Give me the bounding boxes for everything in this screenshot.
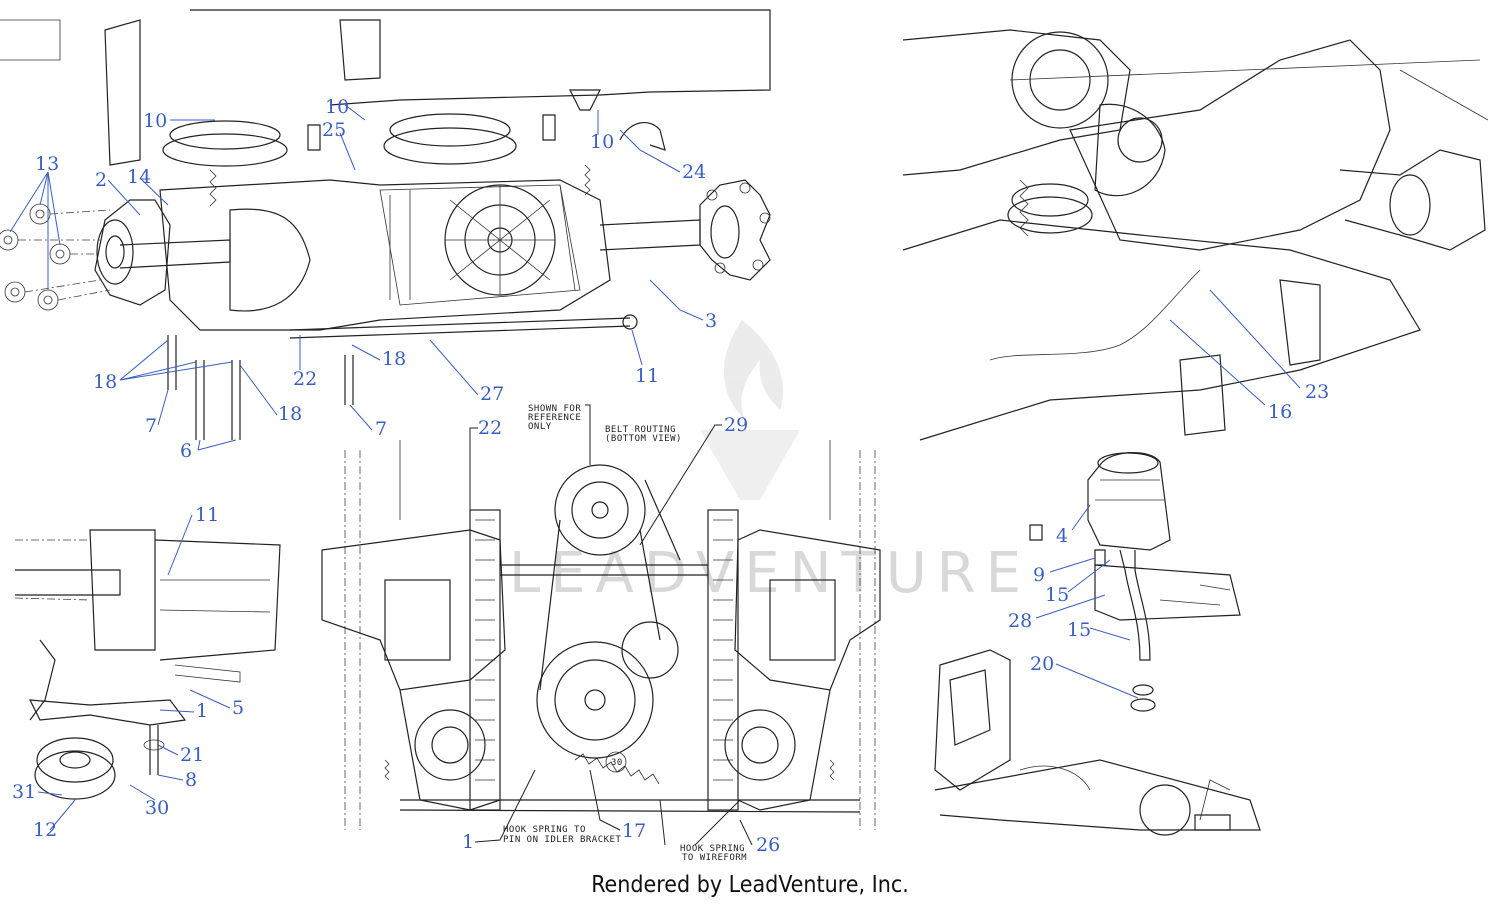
callout-28: 28 <box>1008 610 1032 632</box>
note-hook-wireform-2: TO WIREFORM <box>682 853 747 863</box>
callout-30: 30 <box>145 797 169 819</box>
callout-18: 18 <box>382 348 406 370</box>
note-reference-1: SHOWN FOR <box>528 404 581 414</box>
callout-29: 29 <box>724 414 748 436</box>
callout-1: 1 <box>462 831 474 853</box>
part-30-label: 30 <box>611 758 623 768</box>
callout-10: 10 <box>590 131 614 153</box>
note-reference-2: REFERENCE <box>528 413 581 423</box>
callout-7: 7 <box>145 415 157 437</box>
note-hook-wireform-1: HOOK SPRING <box>680 844 745 854</box>
callout-21: 21 <box>180 744 204 766</box>
callout-26: 26 <box>756 834 780 856</box>
note-hook-idler-2: PIN ON IDLER BRACKET <box>503 835 621 845</box>
note-hook-idler-1: HOOK SPRING TO <box>503 825 586 835</box>
watermark-logo <box>700 320 800 500</box>
callout-2: 2 <box>95 169 107 191</box>
reservoir-detail <box>934 451 1261 836</box>
callout-25: 25 <box>322 119 346 141</box>
callout-9: 9 <box>1033 564 1045 586</box>
callout-6: 6 <box>180 440 192 462</box>
callouts-bottom-right: 4 9 15 28 15 20 <box>1008 504 1139 699</box>
callout-24: 24 <box>682 161 706 183</box>
callout-18: 18 <box>93 371 117 393</box>
callout-3: 3 <box>705 310 717 332</box>
watermark-text: LEADVENTURE <box>509 541 1031 606</box>
callout-11: 11 <box>195 504 219 526</box>
note-belt-routing-2: (BOTTOM VIEW) <box>605 434 682 444</box>
callouts-top-left: 13 2 14 10 10 25 10 24 3 11 18 18 18 22 … <box>9 96 717 462</box>
idler-pulley-detail <box>14 529 281 800</box>
callout-16: 16 <box>1268 401 1292 423</box>
callout-23: 23 <box>1305 381 1329 403</box>
callouts-center: 22 29 1 17 26 <box>462 414 780 856</box>
callout-18: 18 <box>278 403 302 425</box>
callout-31: 31 <box>12 781 36 803</box>
callout-15: 15 <box>1045 584 1069 606</box>
callout-7: 7 <box>375 418 387 440</box>
installed-transaxle-view <box>902 29 1489 441</box>
footer-credit: Rendered by LeadVenture, Inc. <box>591 872 909 898</box>
callout-4: 4 <box>1056 525 1068 547</box>
callout-27: 27 <box>480 383 504 405</box>
callouts-bottom-left: 11 5 1 21 8 31 30 12 <box>12 504 244 841</box>
callout-13: 13 <box>35 153 59 175</box>
note-belt-routing-1: BELT ROUTING <box>605 425 676 435</box>
callout-10: 10 <box>325 96 349 118</box>
callout-12: 12 <box>33 819 57 841</box>
callout-15: 15 <box>1067 619 1091 641</box>
callout-20: 20 <box>1030 653 1054 675</box>
callout-22: 22 <box>293 368 317 390</box>
transaxle-assembly-drawing <box>0 9 771 440</box>
callouts-top-right: 23 16 <box>1169 289 1329 423</box>
callout-5: 5 <box>232 697 244 719</box>
callout-10: 10 <box>143 110 167 132</box>
callout-11: 11 <box>635 365 659 387</box>
center-notes: SHOWN FOR REFERENCE ONLY BELT ROUTING (B… <box>503 404 747 863</box>
callout-17: 17 <box>622 820 646 842</box>
bottom-view-belt-routing <box>321 440 881 830</box>
note-reference-3: ONLY <box>528 422 552 432</box>
callout-1: 1 <box>196 700 208 722</box>
callout-22: 22 <box>478 417 502 439</box>
callout-8: 8 <box>185 769 197 791</box>
